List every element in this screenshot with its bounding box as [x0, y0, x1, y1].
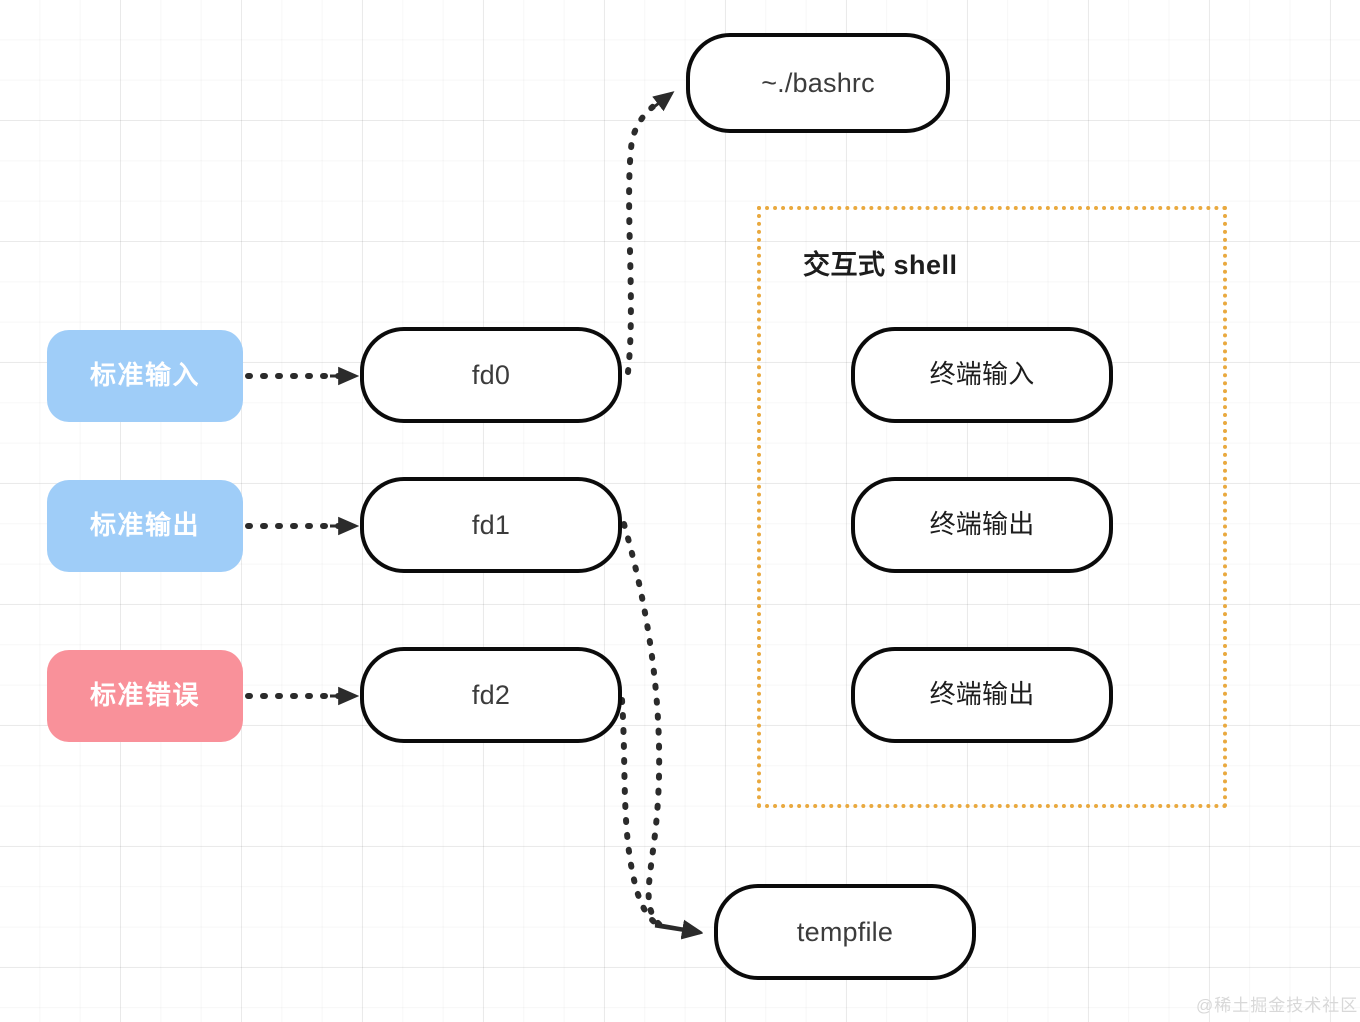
- tag-stdout-label: 标准输出: [89, 510, 200, 541]
- tag-stdin-label: 标准输入: [89, 360, 200, 391]
- tag-stdout[interactable]: 标准输出: [47, 480, 243, 572]
- node-fd1-label: fd1: [471, 509, 511, 540]
- node-fd0[interactable]: fd0: [360, 327, 622, 423]
- edge-fd2-to-tempfile: [619, 697, 704, 940]
- node-bashrc-label: ~./bashrc: [761, 67, 875, 98]
- node-terminal-input-label: 终端输入: [929, 359, 1035, 390]
- edge-fd1-to-tempfile: [621, 521, 704, 938]
- group-interactive-shell: [757, 206, 1227, 808]
- node-tempfile-label: tempfile: [796, 916, 894, 947]
- tag-stdin[interactable]: 标准输入: [47, 330, 243, 422]
- tag-stderr-label: 标准错误: [89, 680, 200, 711]
- node-fd1[interactable]: fd1: [360, 477, 622, 573]
- watermark: @稀土掘金技术社区: [1196, 996, 1359, 1015]
- node-terminal-output-2[interactable]: 终端输出: [851, 647, 1113, 743]
- edge-fd0-to-bashrc: [625, 91, 675, 375]
- node-fd2-label: fd2: [471, 679, 511, 710]
- node-terminal-output-2-label: 终端输出: [929, 679, 1035, 710]
- node-fd2[interactable]: fd2: [360, 647, 622, 743]
- node-terminal-output-1-label: 终端输出: [929, 509, 1035, 540]
- node-terminal-input[interactable]: 终端输入: [851, 327, 1113, 423]
- tag-stderr[interactable]: 标准错误: [47, 650, 243, 742]
- group-interactive-shell-title: 交互式 shell: [803, 250, 958, 280]
- node-tempfile[interactable]: tempfile: [714, 884, 976, 980]
- node-terminal-output-1[interactable]: 终端输出: [851, 477, 1113, 573]
- node-bashrc[interactable]: ~./bashrc: [686, 33, 950, 133]
- node-fd0-label: fd0: [471, 359, 511, 390]
